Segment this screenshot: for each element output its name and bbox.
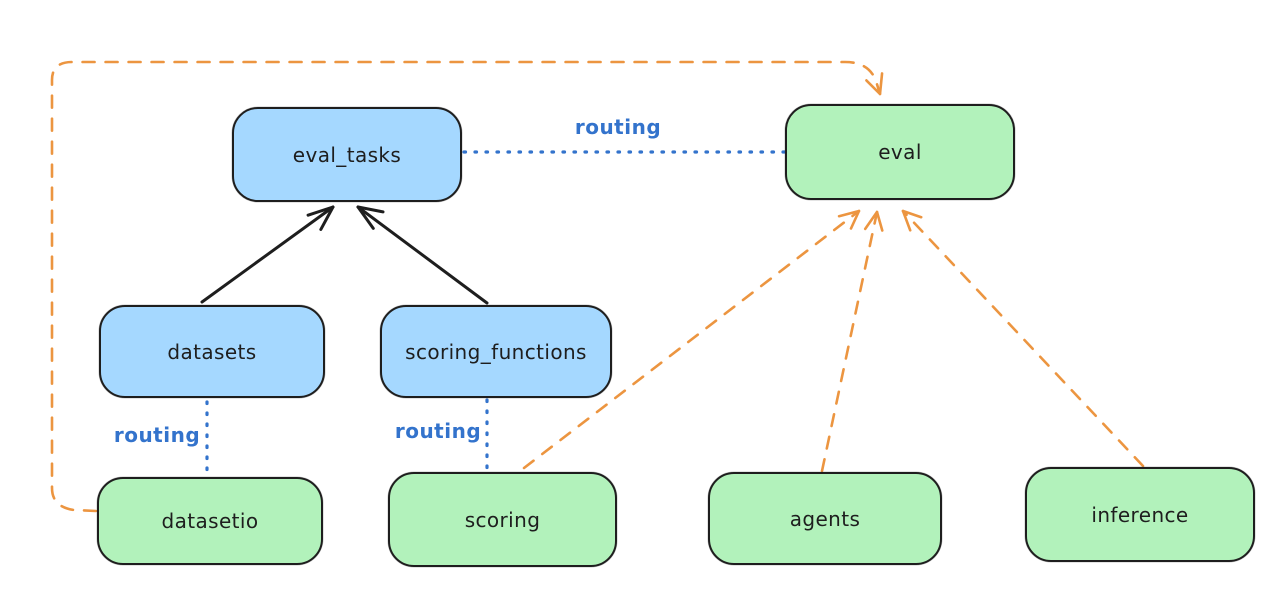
node-inference: inference [1025, 467, 1255, 562]
edge-inference-to-eval [901, 209, 1145, 468]
node-scoring: scoring [388, 472, 617, 567]
edge-datasetio-to-eval [50, 60, 884, 513]
edge-label-routing-scoring-functions-scoring: routing [394, 419, 482, 443]
edge-label-routing-datasets-datasetio: routing [113, 423, 201, 447]
edge-scoring-to-eval [522, 209, 861, 470]
node-datasets-label: datasets [167, 339, 257, 364]
node-inference-label: inference [1091, 502, 1189, 527]
edge-scoring-functions-to-eval-tasks [356, 205, 489, 305]
edge-label-routing-eval-tasks-eval: routing [574, 115, 662, 139]
node-datasetio: datasetio [97, 477, 323, 565]
node-eval-tasks-label: eval_tasks [292, 142, 402, 167]
node-scoring-label: scoring [464, 507, 541, 532]
node-datasetio-label: datasetio [161, 509, 259, 533]
edge-agents-to-eval [820, 210, 884, 473]
node-eval-label: eval [878, 140, 922, 164]
edge-datasets-to-eval-tasks [200, 205, 335, 304]
node-scoring-functions: scoring_functions [380, 305, 612, 398]
node-datasets: datasets [99, 305, 325, 398]
node-eval: eval [785, 104, 1015, 200]
node-agents: agents [708, 472, 942, 565]
node-agents-label: agents [789, 506, 861, 531]
node-eval-tasks: eval_tasks [232, 107, 462, 202]
node-scoring-functions-label: scoring_functions [405, 339, 587, 364]
